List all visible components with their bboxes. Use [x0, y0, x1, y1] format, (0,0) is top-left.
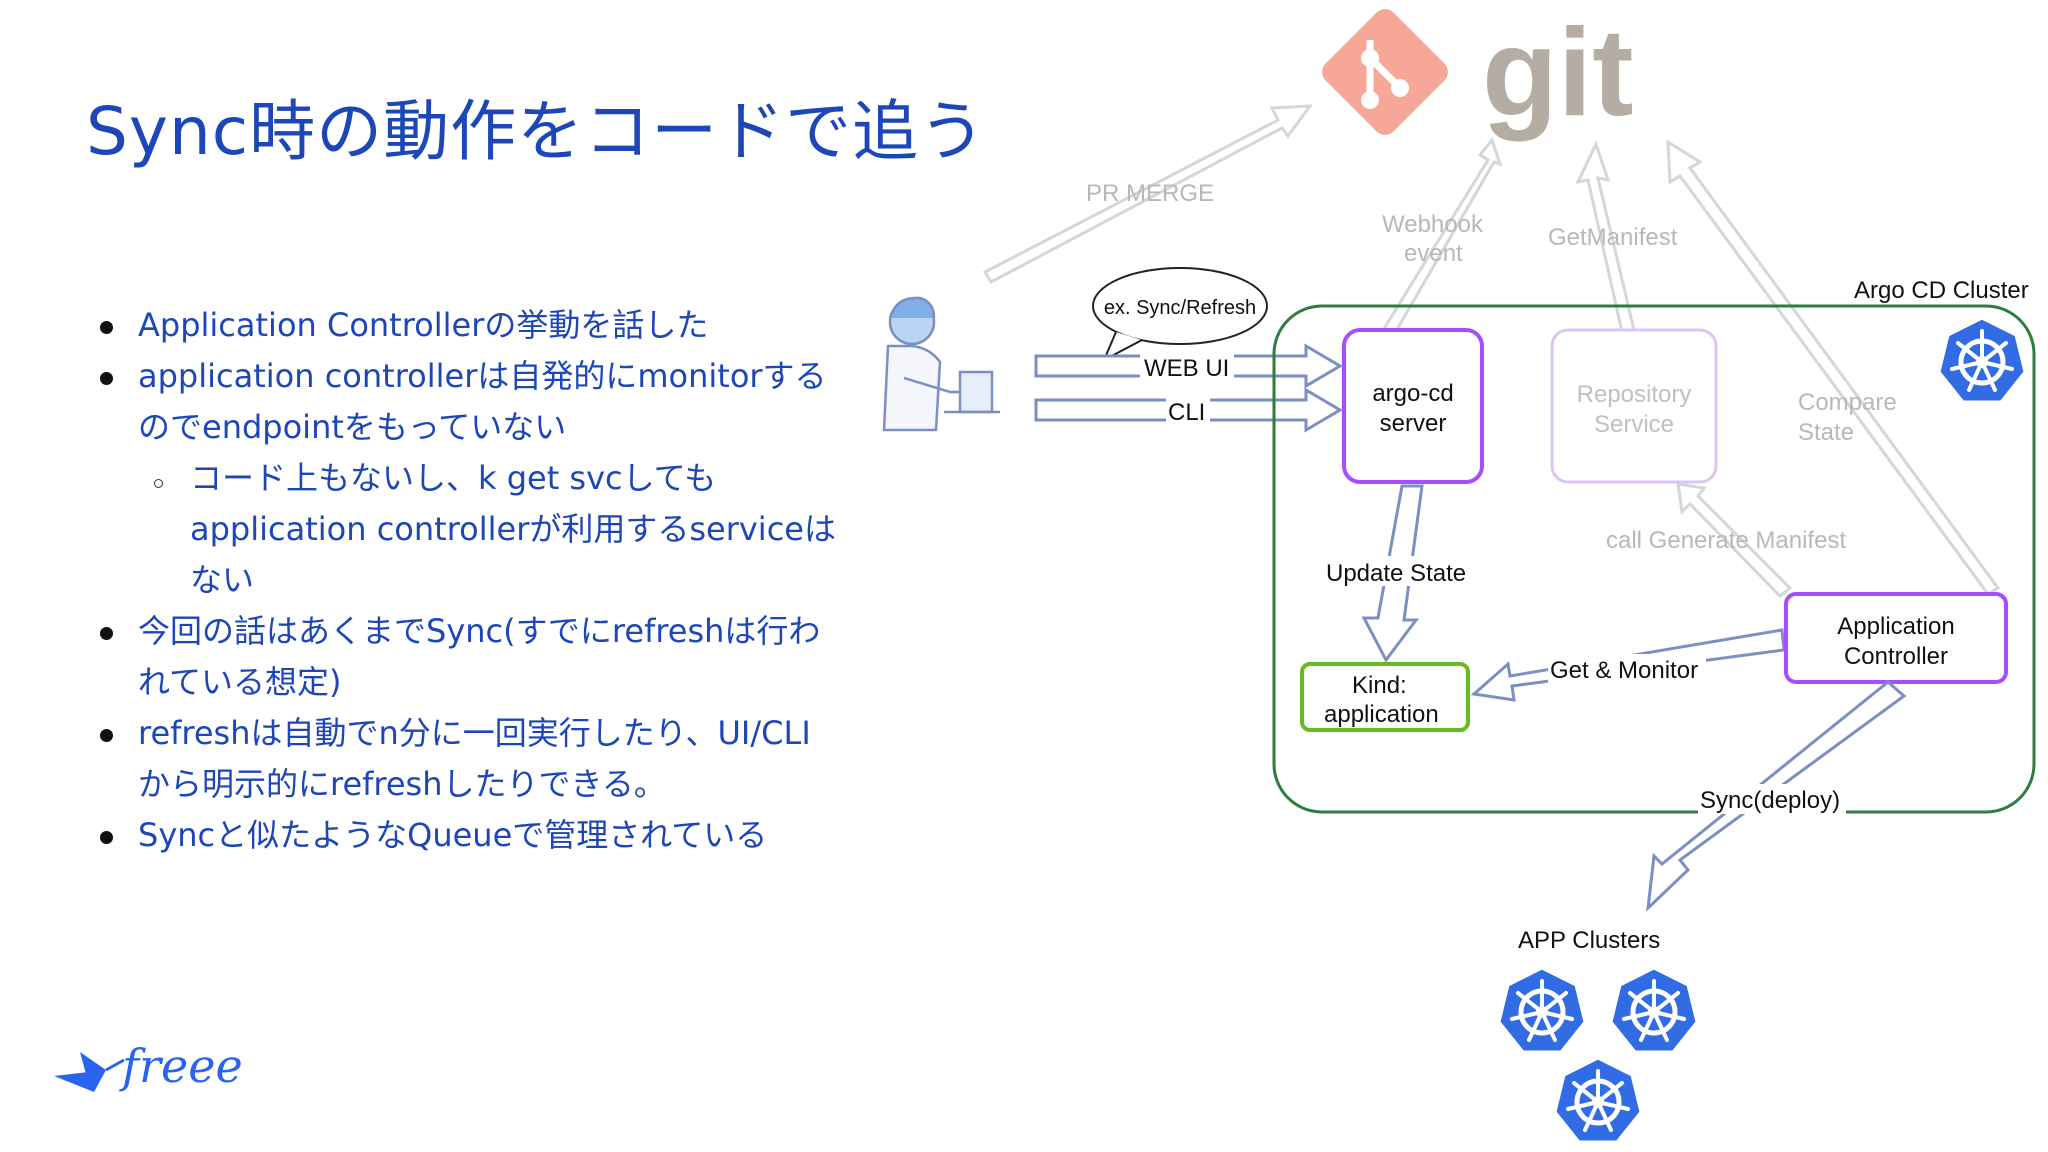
bubble-label: ex. Sync/Refresh [1104, 297, 1256, 319]
user-icon [882, 296, 1000, 432]
kind-application-box [1300, 662, 1470, 732]
git-wordmark: git [1482, 4, 1634, 142]
app-cluster-icon [1555, 1058, 1641, 1142]
bullet-list: Application Controllerの挙動を話した applicatio… [98, 300, 838, 861]
get-monitor-label: Get & Monitor [1550, 657, 1698, 684]
cli-label: CLI [1168, 399, 1205, 426]
repository-service-label: Repository [1577, 381, 1692, 408]
bullet-item: refreshは自動でn分に一回実行したり、UI/CLIから明示的にrefres… [98, 708, 838, 810]
webhook-label-2: event [1404, 240, 1463, 267]
application-controller-box [1784, 592, 2008, 684]
sync-deploy-label: Sync(deploy) [1700, 787, 1840, 814]
webhook-arrow [1379, 136, 1503, 341]
pr-merge-arrow [982, 104, 1314, 284]
repository-service-label-2: Service [1594, 411, 1674, 438]
argocd-server-label: argo-cd [1372, 380, 1453, 407]
bird-icon [54, 1070, 106, 1092]
webhook-label: Webhook [1382, 211, 1484, 238]
kubernetes-icon [1939, 318, 2025, 402]
kind-application-label: Kind: [1352, 672, 1407, 699]
repository-service-box [1550, 328, 1718, 484]
argocd-server-label-2: server [1380, 410, 1447, 437]
compare-state-label-2: State [1798, 419, 1854, 446]
compare-state-arrow [1666, 139, 2001, 596]
bullet-item: 今回の話はあくまでSync(すでにrefreshは行われている想定) [98, 606, 838, 708]
freee-logo: freee [54, 1039, 243, 1093]
application-controller-label: Application [1837, 613, 1954, 640]
slide-title: Sync時の動作をコードで追う [86, 93, 987, 170]
web-ui-label: WEB UI [1144, 355, 1229, 382]
compare-state-label: Compare [1798, 389, 1897, 416]
speech-bubble: ex. Sync/Refresh [1092, 267, 1268, 363]
bullet-item: Application Controllerの挙動を話した [98, 300, 838, 351]
argocd-cluster-label: Argo CD Cluster [1854, 277, 2029, 304]
generate-manifest-arrow [1676, 482, 1793, 599]
git-logo [1322, 9, 1448, 135]
app-clusters-label: APP Clusters [1518, 927, 1660, 954]
call-generate-label: call Generate Manifest [1606, 527, 1846, 554]
pr-merge-label: PR MERGE [1086, 180, 1214, 207]
sub-bullet-item: コード上もないし、k get svcしてもapplication control… [98, 453, 838, 606]
application-controller-label-2: Controller [1844, 643, 1948, 670]
argocd-cluster-boundary [1272, 304, 2036, 814]
bullet-item: Syncと似たようなQueueで管理されている [98, 810, 838, 861]
argocd-server-box [1342, 328, 1484, 484]
kind-application-label-2: application [1324, 701, 1439, 728]
update-state-label: Update State [1326, 560, 1466, 587]
sync-deploy-arrow [1646, 680, 1907, 912]
getmanifest-label: GetManifest [1548, 224, 1678, 251]
app-cluster-icon [1611, 968, 1697, 1052]
freee-wordmark: freee [119, 1039, 243, 1093]
bullet-item: application controllerは自発的にmonitorするのでen… [98, 351, 838, 453]
app-cluster-icon [1499, 968, 1585, 1052]
